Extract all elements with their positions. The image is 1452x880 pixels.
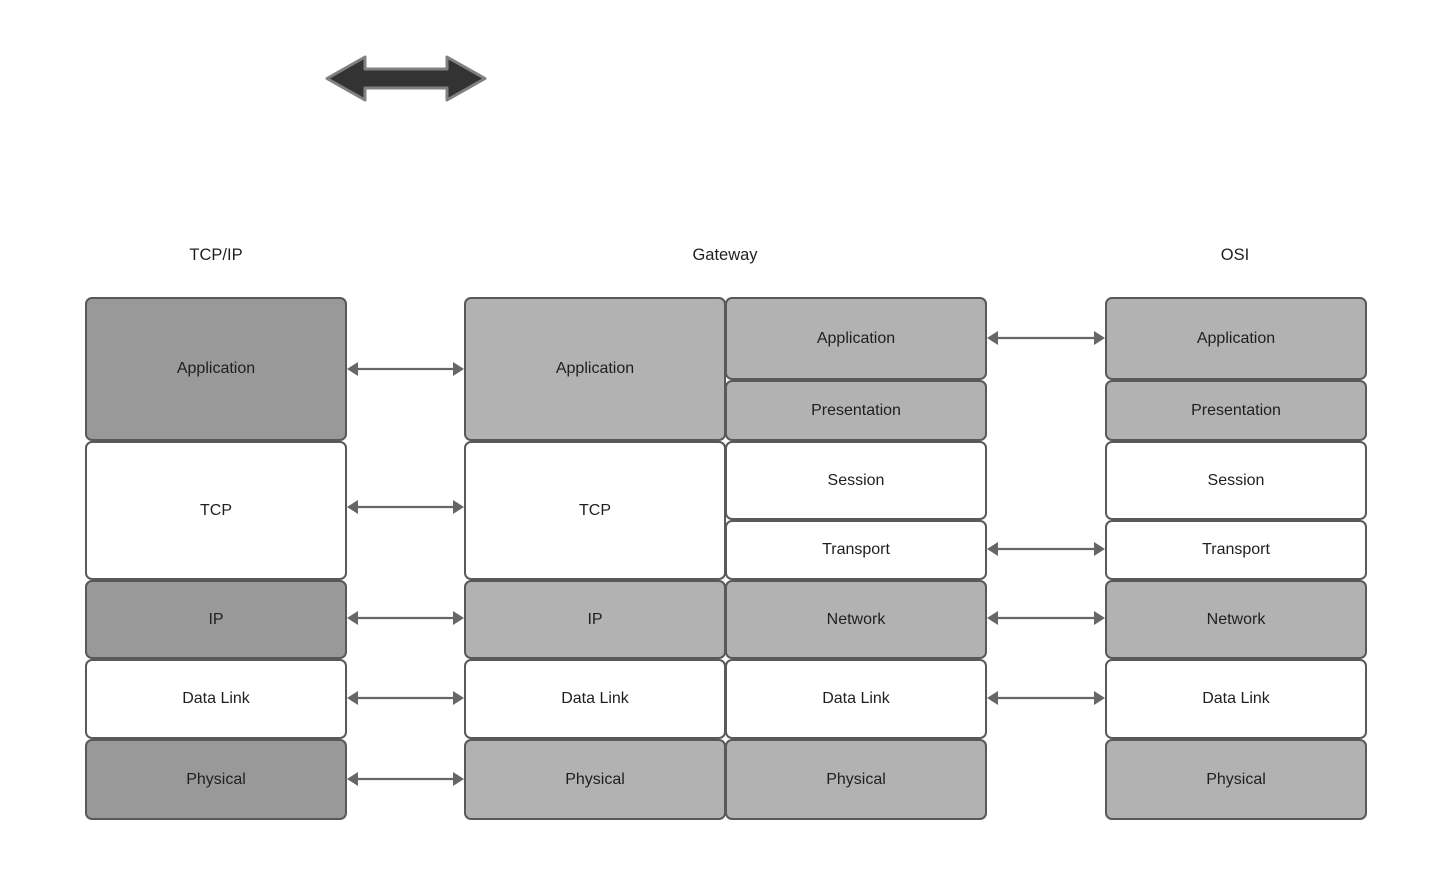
layer-tcpip-ip: IP [85, 580, 347, 659]
layer-label: Transport [1202, 541, 1270, 558]
layer-tcpip-data-link: Data Link [85, 659, 347, 739]
connector-ip-left [347, 611, 464, 625]
connector-data-link-left [347, 691, 464, 705]
column-title-gateway: Gateway [692, 246, 758, 264]
layer-label: IP [587, 610, 603, 628]
layer-label: Physical [826, 770, 886, 788]
layer-gateway-osi-presentation: Presentation [725, 380, 987, 441]
layer-tcpip-application: Application [85, 297, 347, 441]
layer-label: Application [1196, 329, 1276, 347]
connector-physical-left [347, 772, 464, 786]
connector-application-left [347, 362, 464, 376]
layer-gateway-tcpip-data-link: Data Link [464, 659, 726, 739]
layer-label: Network [1206, 610, 1266, 628]
layer-label: Application [816, 329, 896, 347]
layer-gateway-osi-physical: Physical [725, 739, 987, 820]
layer-label: Application [176, 360, 256, 377]
layer-osi-transport: Transport [1105, 520, 1367, 580]
layer-label: Presentation [811, 401, 901, 419]
layer-gateway-tcpip-ip: IP [464, 580, 726, 659]
layer-gateway-osi-transport: Transport [725, 520, 987, 580]
layer-label: Transport [822, 541, 890, 558]
layer-osi-physical: Physical [1105, 739, 1367, 820]
layer-label: Data Link [182, 690, 250, 707]
layer-label: Application [555, 360, 635, 377]
connector-network-right [987, 611, 1105, 625]
connector-tcp-left [347, 500, 464, 514]
layer-label: IP [208, 610, 224, 628]
connector-data-link-right [987, 691, 1105, 705]
bidirectional-arrow [325, 55, 487, 102]
layer-label: Network [826, 610, 886, 628]
layer-osi-session: Session [1105, 441, 1367, 520]
connector-application-right [987, 331, 1105, 345]
column-title-tcpip: TCP/IP [189, 246, 243, 264]
layer-osi-data-link: Data Link [1105, 659, 1367, 739]
layer-gateway-tcpip-application: Application [464, 297, 726, 441]
layer-gateway-osi-network: Network [725, 580, 987, 659]
layer-label: Data Link [822, 690, 890, 707]
layer-gateway-tcpip-tcp: TCP [464, 441, 726, 580]
column-title-osi: OSI [1220, 246, 1250, 264]
layer-label: Presentation [1191, 401, 1281, 419]
layer-gateway-osi-application: Application [725, 297, 987, 380]
layer-label: Session [1207, 471, 1265, 489]
layer-label: TCP [200, 501, 232, 519]
layer-osi-network: Network [1105, 580, 1367, 659]
layer-osi-application: Application [1105, 297, 1367, 380]
layer-osi-presentation: Presentation [1105, 380, 1367, 441]
layer-gateway-osi-data-link: Data Link [725, 659, 987, 739]
layer-label: Data Link [1202, 690, 1270, 707]
layer-label: Data Link [561, 690, 629, 707]
layer-label: Physical [1206, 770, 1266, 788]
connector-transport-right [987, 542, 1105, 556]
layer-tcpip-physical: Physical [85, 739, 347, 820]
layer-label: Session [827, 471, 885, 489]
layer-label: TCP [579, 501, 611, 519]
layer-label: Physical [565, 770, 625, 788]
layer-gateway-tcpip-physical: Physical [464, 739, 726, 820]
layer-gateway-osi-session: Session [725, 441, 987, 520]
layer-label: Physical [186, 770, 246, 788]
layer-tcpip-tcp: TCP [85, 441, 347, 580]
